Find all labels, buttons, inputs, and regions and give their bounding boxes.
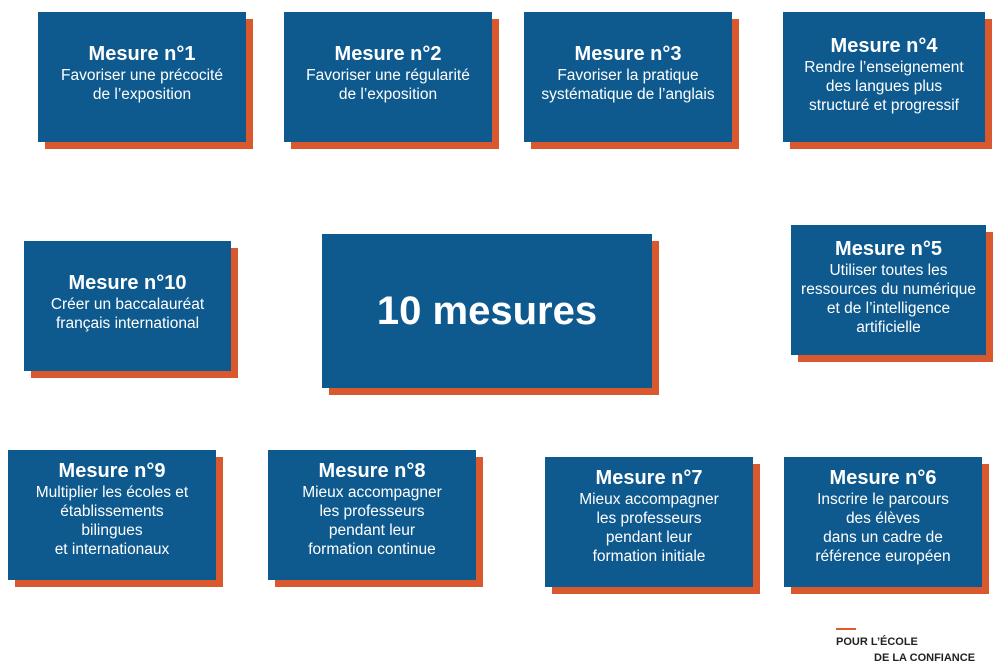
logo-text-line2: DE LA CONFIANCE: [874, 652, 976, 664]
measure-description: Rendre l’enseignement des langues plus s…: [804, 59, 964, 114]
measure-card-2: Mesure n°2 Favoriser une régularité de l…: [284, 12, 492, 142]
center-card: 10 mesures: [322, 234, 652, 388]
measure-card-4: Mesure n°4 Rendre l’enseignement des lan…: [783, 12, 985, 142]
measure-card-3: Mesure n°3 Favoriser la pratique systéma…: [524, 12, 732, 142]
measure-title: Mesure n°10: [68, 272, 187, 294]
measure-title: Mesure n°7: [595, 467, 703, 489]
measure-card-9: Mesure n°9 Multiplier les écoles et étab…: [8, 450, 216, 580]
logo: POUR L’ÉCOLE DE LA CONFIANCE: [828, 628, 988, 668]
measure-title: Mesure n°5: [835, 238, 942, 260]
measure-title: Mesure n°8: [318, 460, 426, 482]
measure-description: Utiliser toutes les ressources du numéri…: [801, 262, 976, 336]
measure-title: Mesure n°2: [334, 43, 442, 65]
measure-description: Favoriser une régularité de l’exposition: [306, 67, 470, 103]
measure-card-1: Mesure n°1 Favoriser une précocité de l’…: [38, 12, 246, 142]
measure-title: Mesure n°4: [830, 35, 938, 57]
measure-description: Favoriser la pratique systématique de l’…: [541, 67, 715, 103]
logo-text-line1: POUR L’ÉCOLE: [836, 636, 918, 648]
measure-description: Inscrire le parcours des élèves dans un …: [815, 491, 951, 565]
measure-card-8: Mesure n°8 Mieux accompagner les profess…: [268, 450, 476, 580]
measure-card-6: Mesure n°6 Inscrire le parcours des élèv…: [784, 457, 982, 587]
logo-accent-bar: [836, 628, 856, 630]
measure-description: Multiplier les écoles et établissements …: [35, 484, 189, 558]
measure-description: Favoriser une précocité de l’exposition: [61, 67, 223, 103]
center-title: 10 mesures: [376, 288, 598, 333]
measure-description: Mieux accompagner les professeurs pendan…: [579, 491, 719, 565]
measure-description: Créer un baccalauréat français internati…: [50, 296, 205, 332]
measure-title: Mesure n°9: [58, 460, 166, 482]
measure-description: Mieux accompagner les professeurs pendan…: [302, 484, 442, 558]
measure-title: Mesure n°6: [829, 467, 937, 489]
measure-card-5: Mesure n°5 Utiliser toutes les ressource…: [791, 225, 986, 355]
measure-title: Mesure n°3: [574, 43, 682, 65]
measure-card-7: Mesure n°7 Mieux accompagner les profess…: [545, 457, 753, 587]
measure-title: Mesure n°1: [88, 43, 196, 65]
measure-card-10: Mesure n°10 Créer un baccalauréat frança…: [24, 241, 231, 371]
